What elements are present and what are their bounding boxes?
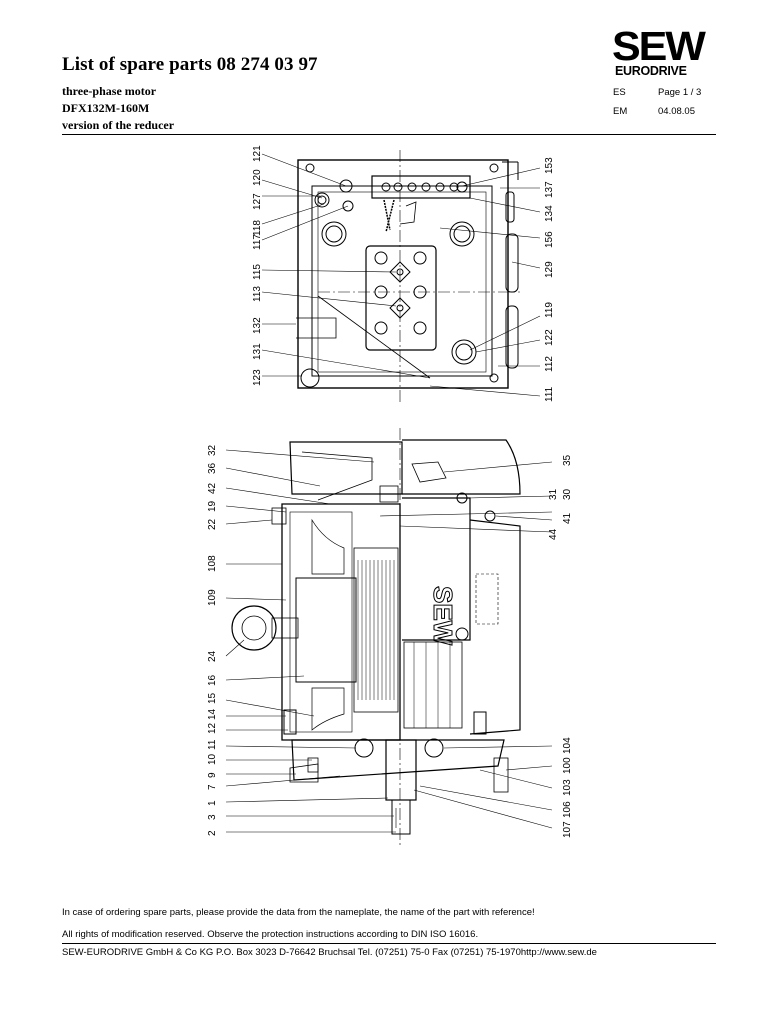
part-label-16: 16 [207, 674, 218, 686]
header-rule [62, 134, 716, 135]
logo-sub: EURODRIVE [615, 64, 687, 78]
part-label-7: 7 [207, 784, 218, 790]
part-label-108: 108 [207, 555, 218, 572]
side-view-leader-lines [225, 449, 553, 833]
part-label-127: 127 [252, 193, 263, 210]
document-date: 04.08.05 [658, 106, 695, 117]
motor-type: three-phase motor [62, 84, 157, 98]
part-label-12: 12 [207, 722, 218, 734]
motor-section-side-view: SEW [231, 428, 521, 846]
part-label-121: 121 [252, 145, 263, 162]
top-view-leader-lines [261, 153, 541, 397]
part-label-31: 31 [548, 488, 559, 500]
part-label-109: 109 [207, 589, 218, 606]
part-label-1: 1 [207, 800, 218, 806]
spare-parts-drawing: 121 120 127 118 117 115 113 132 131 123 … [207, 145, 573, 846]
footer-address: SEW-EURODRIVE GmbH & Co KG P.O. Box 3023… [62, 947, 597, 958]
meta-label-es: ES [613, 87, 626, 98]
meta-label-em: EM [613, 106, 628, 117]
part-label-24: 24 [207, 650, 218, 662]
logo-main: SEW [612, 23, 706, 69]
page-title: List of spare parts 08 274 03 97 [62, 54, 318, 75]
part-label-106: 106 [562, 801, 573, 818]
part-label-123: 123 [252, 369, 263, 386]
motor-model: DFX132M-160M [62, 101, 150, 115]
footer-rule [62, 943, 716, 944]
part-label-129: 129 [544, 261, 555, 278]
part-label-153: 153 [544, 157, 555, 174]
terminal-box-top-view [296, 150, 520, 402]
part-label-36: 36 [207, 462, 218, 474]
svg-text:SEW: SEW [428, 586, 458, 646]
part-label-117: 117 [252, 234, 263, 250]
part-label-120: 120 [252, 169, 263, 186]
part-label-9: 9 [207, 772, 218, 778]
side-view-labels-right: 35 30 31 41 44 104 100 103 106 107 [548, 454, 573, 838]
part-label-32: 32 [207, 444, 218, 456]
part-label-118: 118 [252, 220, 263, 236]
part-label-15: 15 [207, 692, 218, 704]
page-number: Page 1 / 3 [658, 87, 702, 98]
part-label-44: 44 [548, 528, 559, 540]
part-label-3: 3 [207, 814, 218, 820]
part-label-111: 111 [544, 386, 555, 402]
part-label-30: 30 [562, 488, 573, 500]
ordering-note: In case of ordering spare parts, please … [62, 907, 535, 918]
part-label-134: 134 [544, 205, 555, 222]
part-label-11: 11 [207, 739, 218, 750]
part-label-10: 10 [207, 753, 218, 765]
part-label-113: 113 [252, 286, 263, 302]
part-label-115: 115 [252, 264, 263, 280]
top-view-labels-left: 121 120 127 118 117 115 113 132 131 123 [252, 145, 263, 386]
part-label-156: 156 [544, 231, 555, 248]
part-label-19: 19 [207, 500, 218, 512]
rights-note: All rights of modification reserved. Obs… [62, 929, 479, 940]
sew-eurodrive-logo: SEW EURODRIVE [612, 26, 722, 78]
part-label-104: 104 [562, 737, 573, 754]
part-label-41: 41 [562, 512, 573, 524]
part-label-42: 42 [207, 482, 218, 494]
part-label-100: 100 [562, 757, 573, 774]
part-label-119: 119 [544, 302, 555, 318]
part-label-112: 112 [544, 356, 555, 372]
part-label-137: 137 [544, 181, 555, 198]
side-view-labels-left: 32 36 42 19 22 108 109 24 16 15 14 12 11… [207, 444, 218, 836]
part-label-2: 2 [207, 830, 218, 836]
part-label-131: 131 [252, 343, 263, 360]
part-label-14: 14 [207, 708, 218, 720]
part-label-122: 122 [544, 329, 555, 346]
motor-version: version of the reducer [62, 118, 175, 132]
part-label-132: 132 [252, 317, 263, 334]
top-view-labels-right: 153 137 134 156 129 119 122 112 111 [544, 157, 555, 402]
part-label-103: 103 [562, 779, 573, 796]
part-label-107: 107 [562, 821, 573, 838]
part-label-35: 35 [562, 454, 573, 466]
part-label-22: 22 [207, 518, 218, 530]
